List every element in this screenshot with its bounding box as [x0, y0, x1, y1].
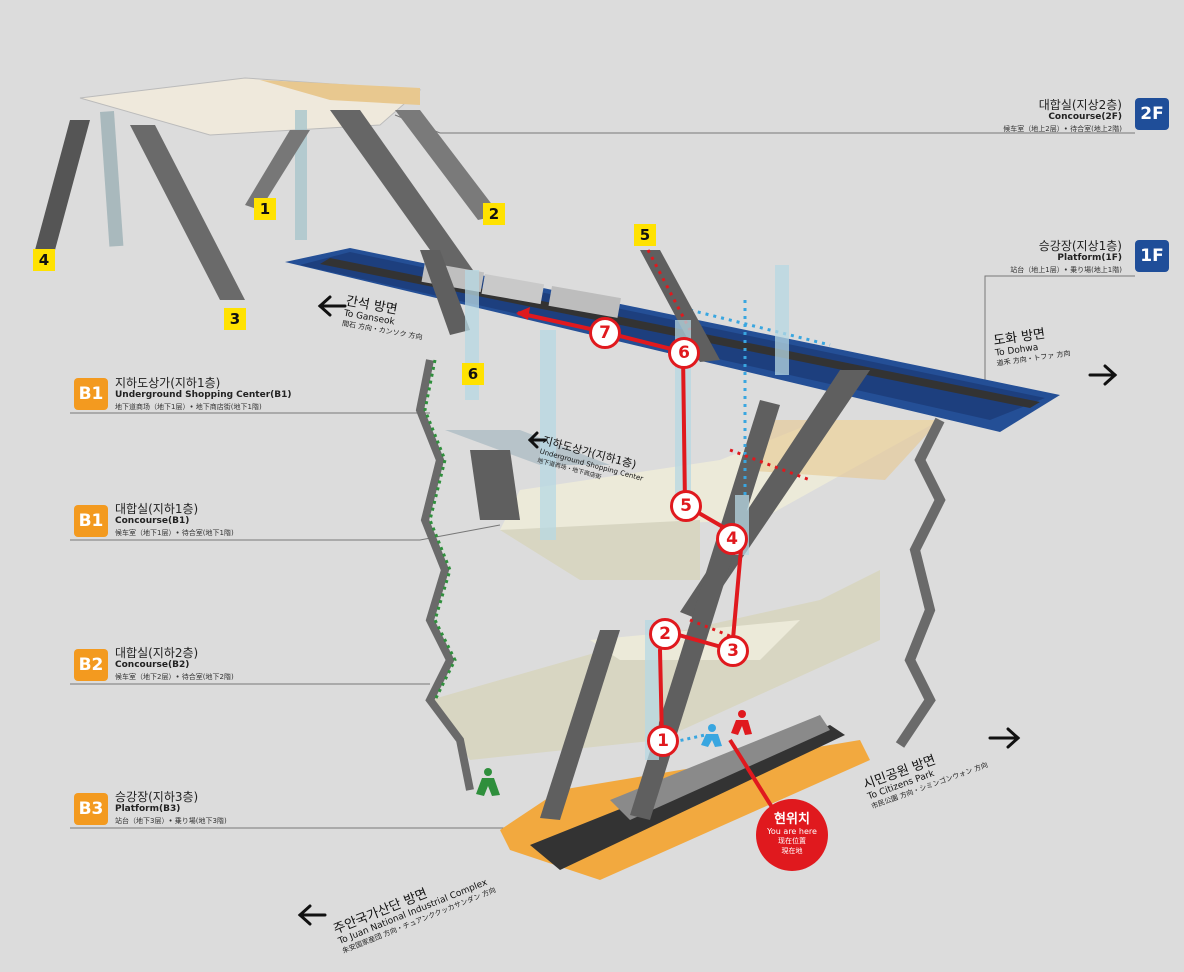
level-badge: B3: [74, 793, 108, 825]
level-sub: 候车室（地下1层）• 待合室(地下1階): [115, 529, 234, 537]
you-are-here-jp: 現在地: [781, 847, 803, 855]
level-en: Platform(1F): [1057, 253, 1122, 263]
route-step-7: 7: [589, 317, 621, 349]
direction-arrows: [297, 295, 1118, 926]
concourse-2f: [35, 77, 500, 300]
level-en: Platform(B3): [115, 804, 181, 814]
level-badge: B2: [74, 649, 108, 681]
level-badge: 1F: [1135, 240, 1169, 272]
level-ko: 대합실(지하2층): [115, 646, 199, 660]
exit-badge-2: 2: [483, 203, 505, 225]
red-dotted-path-mid: [729, 448, 811, 482]
level-en: Underground Shopping Center(B1): [115, 390, 292, 400]
exit-badge-5: 5: [634, 224, 656, 246]
elevator-shafts: [465, 265, 789, 760]
level-sub: 候车室（地下2层）• 待合室(地下2階): [115, 673, 234, 681]
level-badge: B1: [74, 378, 108, 410]
level-ko: 승강장(지하3층): [115, 790, 199, 804]
level-ko: 대합실(지하1층): [115, 502, 199, 516]
exit-badge-4: 4: [33, 249, 55, 271]
level-en: Concourse(B2): [115, 660, 190, 670]
green-dotted-path: [423, 359, 457, 701]
you-are-here-label: 현위치 You are here 现在位置 現在地: [756, 808, 828, 856]
route-step-3: 3: [717, 635, 749, 667]
level-sub: 站台（地上1层）• 乗り場(地上1階): [1010, 266, 1122, 274]
you-are-here-cn: 现在位置: [778, 837, 806, 845]
route-step-6: 6: [668, 337, 700, 369]
level-en: Concourse(B1): [115, 516, 190, 526]
right-stairs: [895, 417, 946, 748]
you-are-here-en: You are here: [767, 827, 817, 836]
runner-icon-blue: [701, 724, 722, 747]
route-step-4: 4: [716, 523, 748, 555]
level-en: Concourse(2F): [1048, 112, 1122, 122]
exit-badge-3: 3: [224, 308, 246, 330]
level-ko: 지하도상가(지하1층): [115, 376, 221, 390]
exit-badge-1: 1: [254, 198, 276, 220]
you-are-here-ko: 현위치: [774, 812, 810, 827]
route-step-1: 1: [647, 725, 679, 757]
level-ko: 승강장(지상1층): [1038, 239, 1122, 253]
runner-icon: [476, 768, 500, 796]
level-sub: 站台（地下3层）• 乗り場(地下3階): [115, 817, 227, 825]
route-step-5: 5: [670, 490, 702, 522]
route-arrowhead: [516, 307, 530, 320]
level-sub: 地下道商场（地下1层）• 地下商店街(地下1階): [115, 403, 262, 411]
level-badge: B1: [74, 505, 108, 537]
exit-badge-6: 6: [462, 363, 484, 385]
left-stairs: [415, 359, 474, 791]
level-badge: 2F: [1135, 98, 1169, 130]
runner-icon-red: [731, 710, 752, 735]
platform-b3: [500, 715, 870, 880]
you-are-here-marker: [728, 738, 828, 871]
red-dotted-path-low: [689, 618, 741, 642]
level-ko: 대합실(지상2층): [1038, 98, 1122, 112]
level-sub: 候车室（地上2层）• 待合室(地上2階): [1003, 125, 1122, 133]
route-step-2: 2: [649, 618, 681, 650]
